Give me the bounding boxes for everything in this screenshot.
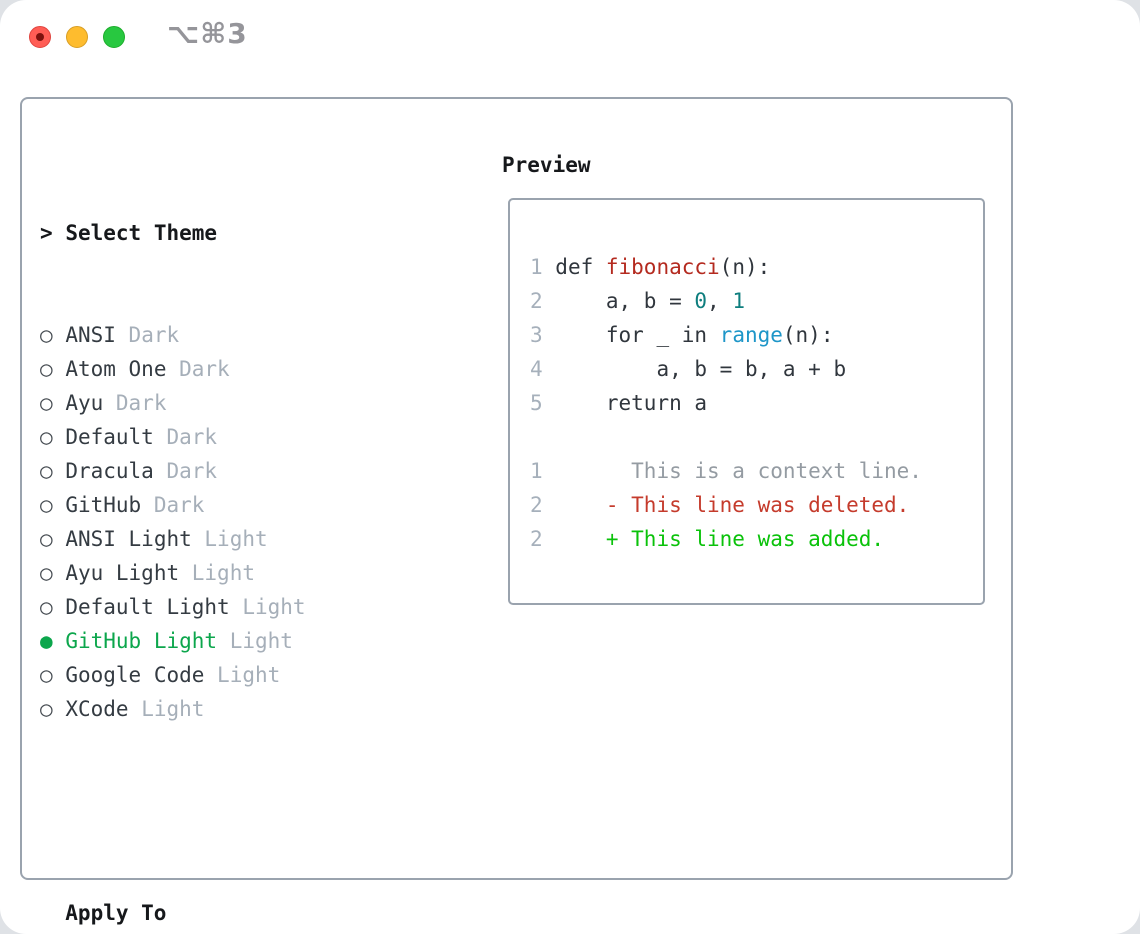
theme-option-dracula[interactable]: ○ Dracula Dark [40, 454, 394, 488]
theme-name: GitHub Light [65, 629, 218, 653]
theme-variant: Light [229, 629, 293, 653]
line-number: 1 [530, 255, 556, 279]
theme-option-atom-one[interactable]: ○ Atom One Dark [40, 352, 394, 386]
theme-option-google-code[interactable]: ○ Google Code Light [40, 658, 394, 692]
code-token: - This line was deleted. [555, 493, 910, 517]
radio-icon: ○ [40, 357, 53, 381]
radio-icon: ○ [40, 697, 53, 721]
radio-icon: ○ [40, 459, 53, 483]
radio-icon: ● [40, 629, 53, 653]
code-token: for _ in [555, 323, 720, 347]
code-token: def [555, 255, 606, 279]
apply-to-header: Apply To [40, 896, 394, 930]
theme-option-ayu[interactable]: ○ Ayu Dark [40, 386, 394, 420]
close-button[interactable] [29, 26, 51, 48]
theme-variant: Light [217, 663, 281, 687]
theme-name: ANSI [65, 323, 116, 347]
radio-icon: ○ [40, 425, 53, 449]
radio-icon: ○ [40, 493, 53, 517]
code-token: 1 [732, 289, 745, 313]
line-number: 2 [530, 493, 556, 517]
line-number: 5 [530, 391, 556, 415]
preview-title: Preview [502, 153, 591, 177]
code-line: 5 return a [530, 386, 922, 420]
code-token: + This line was added. [555, 527, 885, 551]
theme-list: ○ ANSI Dark○ Atom One Dark○ Ayu Dark○ De… [40, 318, 394, 726]
theme-variant: Dark [166, 459, 218, 483]
theme-name: Default [65, 425, 154, 449]
theme-name: GitHub [65, 493, 142, 517]
code-line [530, 420, 922, 454]
theme-option-default[interactable]: ○ Default Dark [40, 420, 394, 454]
spacer [40, 794, 394, 828]
radio-icon: ○ [40, 323, 53, 347]
minimize-button[interactable] [66, 26, 88, 48]
theme-name: Ayu [65, 391, 104, 415]
theme-name: Ayu Light [65, 561, 180, 585]
code-token: 0 [694, 289, 708, 313]
theme-option-github-light[interactable]: ● GitHub Light Light [40, 624, 394, 658]
code-token: This is a context line. [555, 459, 922, 483]
code-line: 1 def fibonacci(n): [530, 250, 922, 284]
code-token: a, b = b, a + b [555, 357, 847, 381]
radio-icon: ○ [40, 561, 53, 585]
theme-name: Atom One [65, 357, 167, 381]
theme-variant: Light [191, 561, 255, 585]
theme-option-xcode[interactable]: ○ XCode Light [40, 692, 394, 726]
code-token: (n): [782, 323, 834, 347]
cursor-icon: > [40, 221, 53, 245]
radio-icon: ○ [40, 663, 53, 687]
line-number: 3 [530, 323, 556, 347]
code-line: 1 This is a context line. [530, 454, 922, 488]
code-token: a, b = [555, 289, 695, 313]
code-line: 3 for _ in range(n): [530, 318, 922, 352]
select-theme-header: > Select Theme [40, 216, 394, 250]
code-line: 2 - This line was deleted. [530, 488, 922, 522]
theme-variant: Dark [115, 391, 167, 415]
line-number: 2 [530, 289, 556, 313]
line-number: 2 [530, 527, 556, 551]
theme-variant: Dark [179, 357, 230, 381]
theme-name: XCode [65, 697, 129, 721]
theme-variant: Dark [153, 493, 205, 517]
theme-option-ansi-light[interactable]: ○ ANSI Light Light [40, 522, 394, 556]
theme-option-default-light[interactable]: ○ Default Light Light [40, 590, 394, 624]
traffic-lights [29, 26, 125, 48]
radio-icon: ○ [40, 391, 53, 415]
code-token: (n): [719, 255, 771, 279]
line-number: 4 [530, 357, 556, 381]
code-token: return a [555, 391, 708, 415]
theme-option-github[interactable]: ○ GitHub Dark [40, 488, 394, 522]
theme-name: Dracula [65, 459, 154, 483]
zoom-button[interactable] [103, 26, 125, 48]
theme-name: ANSI Light [65, 527, 192, 551]
line-number: 1 [530, 459, 556, 483]
theme-option-ayu-light[interactable]: ○ Ayu Light Light [40, 556, 394, 590]
close-button-dot [36, 33, 44, 41]
code-token: range [719, 323, 783, 347]
window-shortcut-label: ⌥⌘3 [167, 17, 248, 50]
select-theme-title: Select Theme [65, 221, 218, 245]
theme-picker-column: > Select Theme ○ ANSI Dark○ Atom One Dar… [40, 148, 394, 934]
theme-variant: Light [242, 595, 306, 619]
theme-name: Default Light [65, 595, 230, 619]
code-token: fibonacci [605, 255, 720, 279]
theme-name: Google Code [65, 663, 205, 687]
theme-variant: Dark [128, 323, 180, 347]
code-token: , [707, 289, 733, 313]
radio-icon: ○ [40, 595, 53, 619]
theme-variant: Dark [166, 425, 218, 449]
radio-icon: ○ [40, 527, 53, 551]
theme-variant: Light [141, 697, 205, 721]
theme-option-ansi[interactable]: ○ ANSI Dark [40, 318, 394, 352]
preview-header: Preview [502, 148, 591, 182]
code-line: 2 a, b = 0, 1 [530, 284, 922, 318]
apply-to-title: Apply To [65, 901, 167, 925]
theme-picker-panel: > Select Theme ○ ANSI Dark○ Atom One Dar… [20, 97, 1013, 925]
code-line: 4 a, b = b, a + b [530, 352, 922, 386]
code-line: 2 + This line was added. [530, 522, 922, 556]
theme-variant: Light [204, 527, 268, 551]
